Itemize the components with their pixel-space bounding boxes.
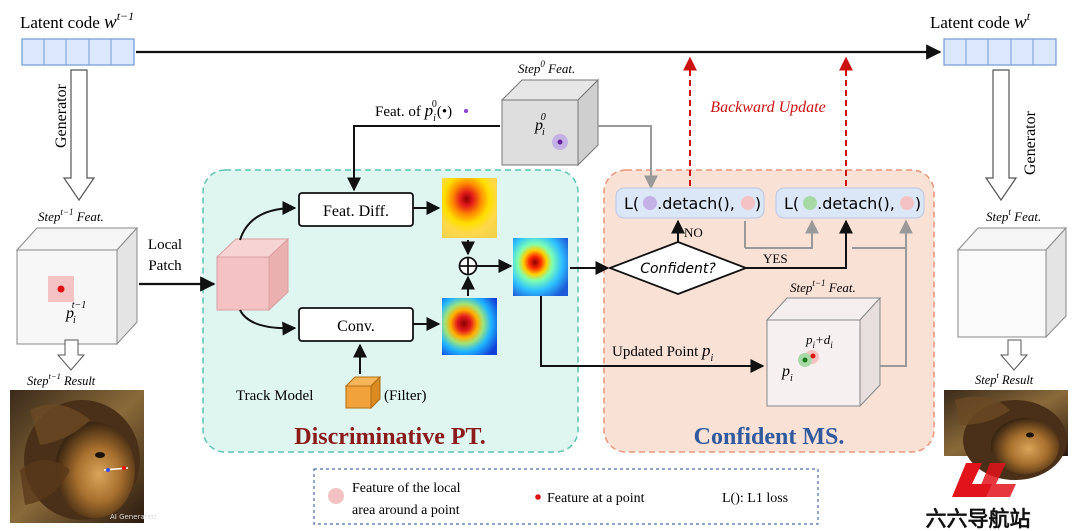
sum-operator (458, 256, 478, 276)
updated-point-label: Updated Point pi (612, 341, 714, 364)
site-logo: 六六导航站 (926, 463, 1031, 531)
conf-point-green (802, 357, 808, 363)
loss2-green-marker (803, 196, 817, 210)
right-feat-label: Stept Feat. (986, 207, 1041, 224)
right-feature-cube (956, 226, 1068, 339)
patch-to-conv-arrow (239, 309, 297, 336)
conf-point-red (810, 353, 816, 359)
loss-box-2 (775, 187, 925, 219)
latent-code-left-bar (21, 38, 135, 66)
no-label: NO (684, 225, 703, 240)
heatmap-featdiff (442, 178, 497, 238)
conf-feat-label: Stept−1 Feat. (790, 278, 856, 295)
generator-arrow-left (62, 69, 96, 202)
loss1-pink-marker (741, 196, 755, 210)
gray-to-loss2-right (880, 219, 913, 367)
local-patch-cube (215, 237, 290, 312)
backward-update-label: Backward Update (710, 99, 825, 116)
legend-box (313, 468, 819, 525)
left-result-label: Stept−1 Result (27, 371, 96, 388)
heatmap-fused (513, 238, 568, 296)
loss-box-2-text: L(.detach(),) (784, 194, 921, 213)
result-arrow-right (999, 339, 1029, 371)
left-feat-label: Stept−1 Feat. (38, 207, 104, 224)
legend-local-area-icon (328, 488, 344, 504)
step0-point (557, 139, 563, 145)
right-result-label: Stept Result (975, 370, 1034, 387)
conv-label: Conv. (337, 318, 375, 335)
confident-decision-label: Confident? (640, 261, 716, 277)
legend-point-icon (535, 494, 541, 500)
latent-code-right-bar (943, 38, 1057, 66)
conf-feature-cube (765, 296, 882, 408)
updated-point-arrow (540, 296, 765, 373)
generator-label-right: Generator (1022, 110, 1039, 175)
lion-image-left: AI Generated (10, 390, 156, 523)
loss-box-1 (615, 187, 765, 219)
confident-ms-title: Confident MS. (694, 424, 845, 450)
latent-code-right-label: Latent code wt (930, 9, 1031, 33)
logo-text: 六六导航站 (926, 507, 1031, 531)
step0-feat-label: Step0 Feat. (518, 59, 575, 76)
step0-point-label: pi0 (534, 112, 546, 138)
generator-arrow-right (984, 69, 1018, 202)
heatmap-conv (442, 298, 497, 355)
pd-label: pi+di (805, 332, 833, 350)
discriminative-pt-title: Discriminative PT. (294, 424, 486, 450)
generator-label-left: Generator (53, 83, 70, 148)
feat-of-label: Feat. of pi0(•) (375, 99, 452, 124)
legend-loss-text: L(): L1 loss (722, 491, 788, 506)
step0-feature-cube (500, 78, 600, 167)
watermark: AI Generated (110, 513, 156, 521)
yes-label: YES (763, 251, 788, 266)
feat-diff-label: Feat. Diff. (323, 203, 389, 220)
point-marker (57, 285, 65, 293)
lion-image-right (944, 390, 1068, 480)
filter-label: (Filter) (384, 388, 427, 404)
gray-to-loss2-left (745, 219, 819, 249)
feat-diff-box (298, 192, 414, 227)
track-model-label: Track Model (236, 388, 313, 404)
result-arrow-left (56, 339, 86, 371)
left-point-label: pit−1 (65, 300, 86, 326)
p-label: pi (781, 363, 793, 384)
step0-to-featdiff-arrow (347, 125, 500, 192)
feat-of-point-marker (464, 109, 468, 113)
track-model-filter (344, 375, 382, 410)
left-feature-cube (15, 226, 139, 346)
loss2-pink-marker (900, 196, 914, 210)
decision-yes-arrow (746, 219, 853, 269)
step0-to-loss1-arrow (598, 125, 658, 190)
patch-to-featdiff-arrow (239, 201, 297, 241)
latent-code-left-label: Latent code wt−1 (20, 9, 134, 33)
loss-box-1-text: L(.detach(),) (624, 194, 761, 213)
loss1-purple-marker (643, 196, 657, 210)
legend-point-text: Feature at a point (547, 491, 645, 506)
